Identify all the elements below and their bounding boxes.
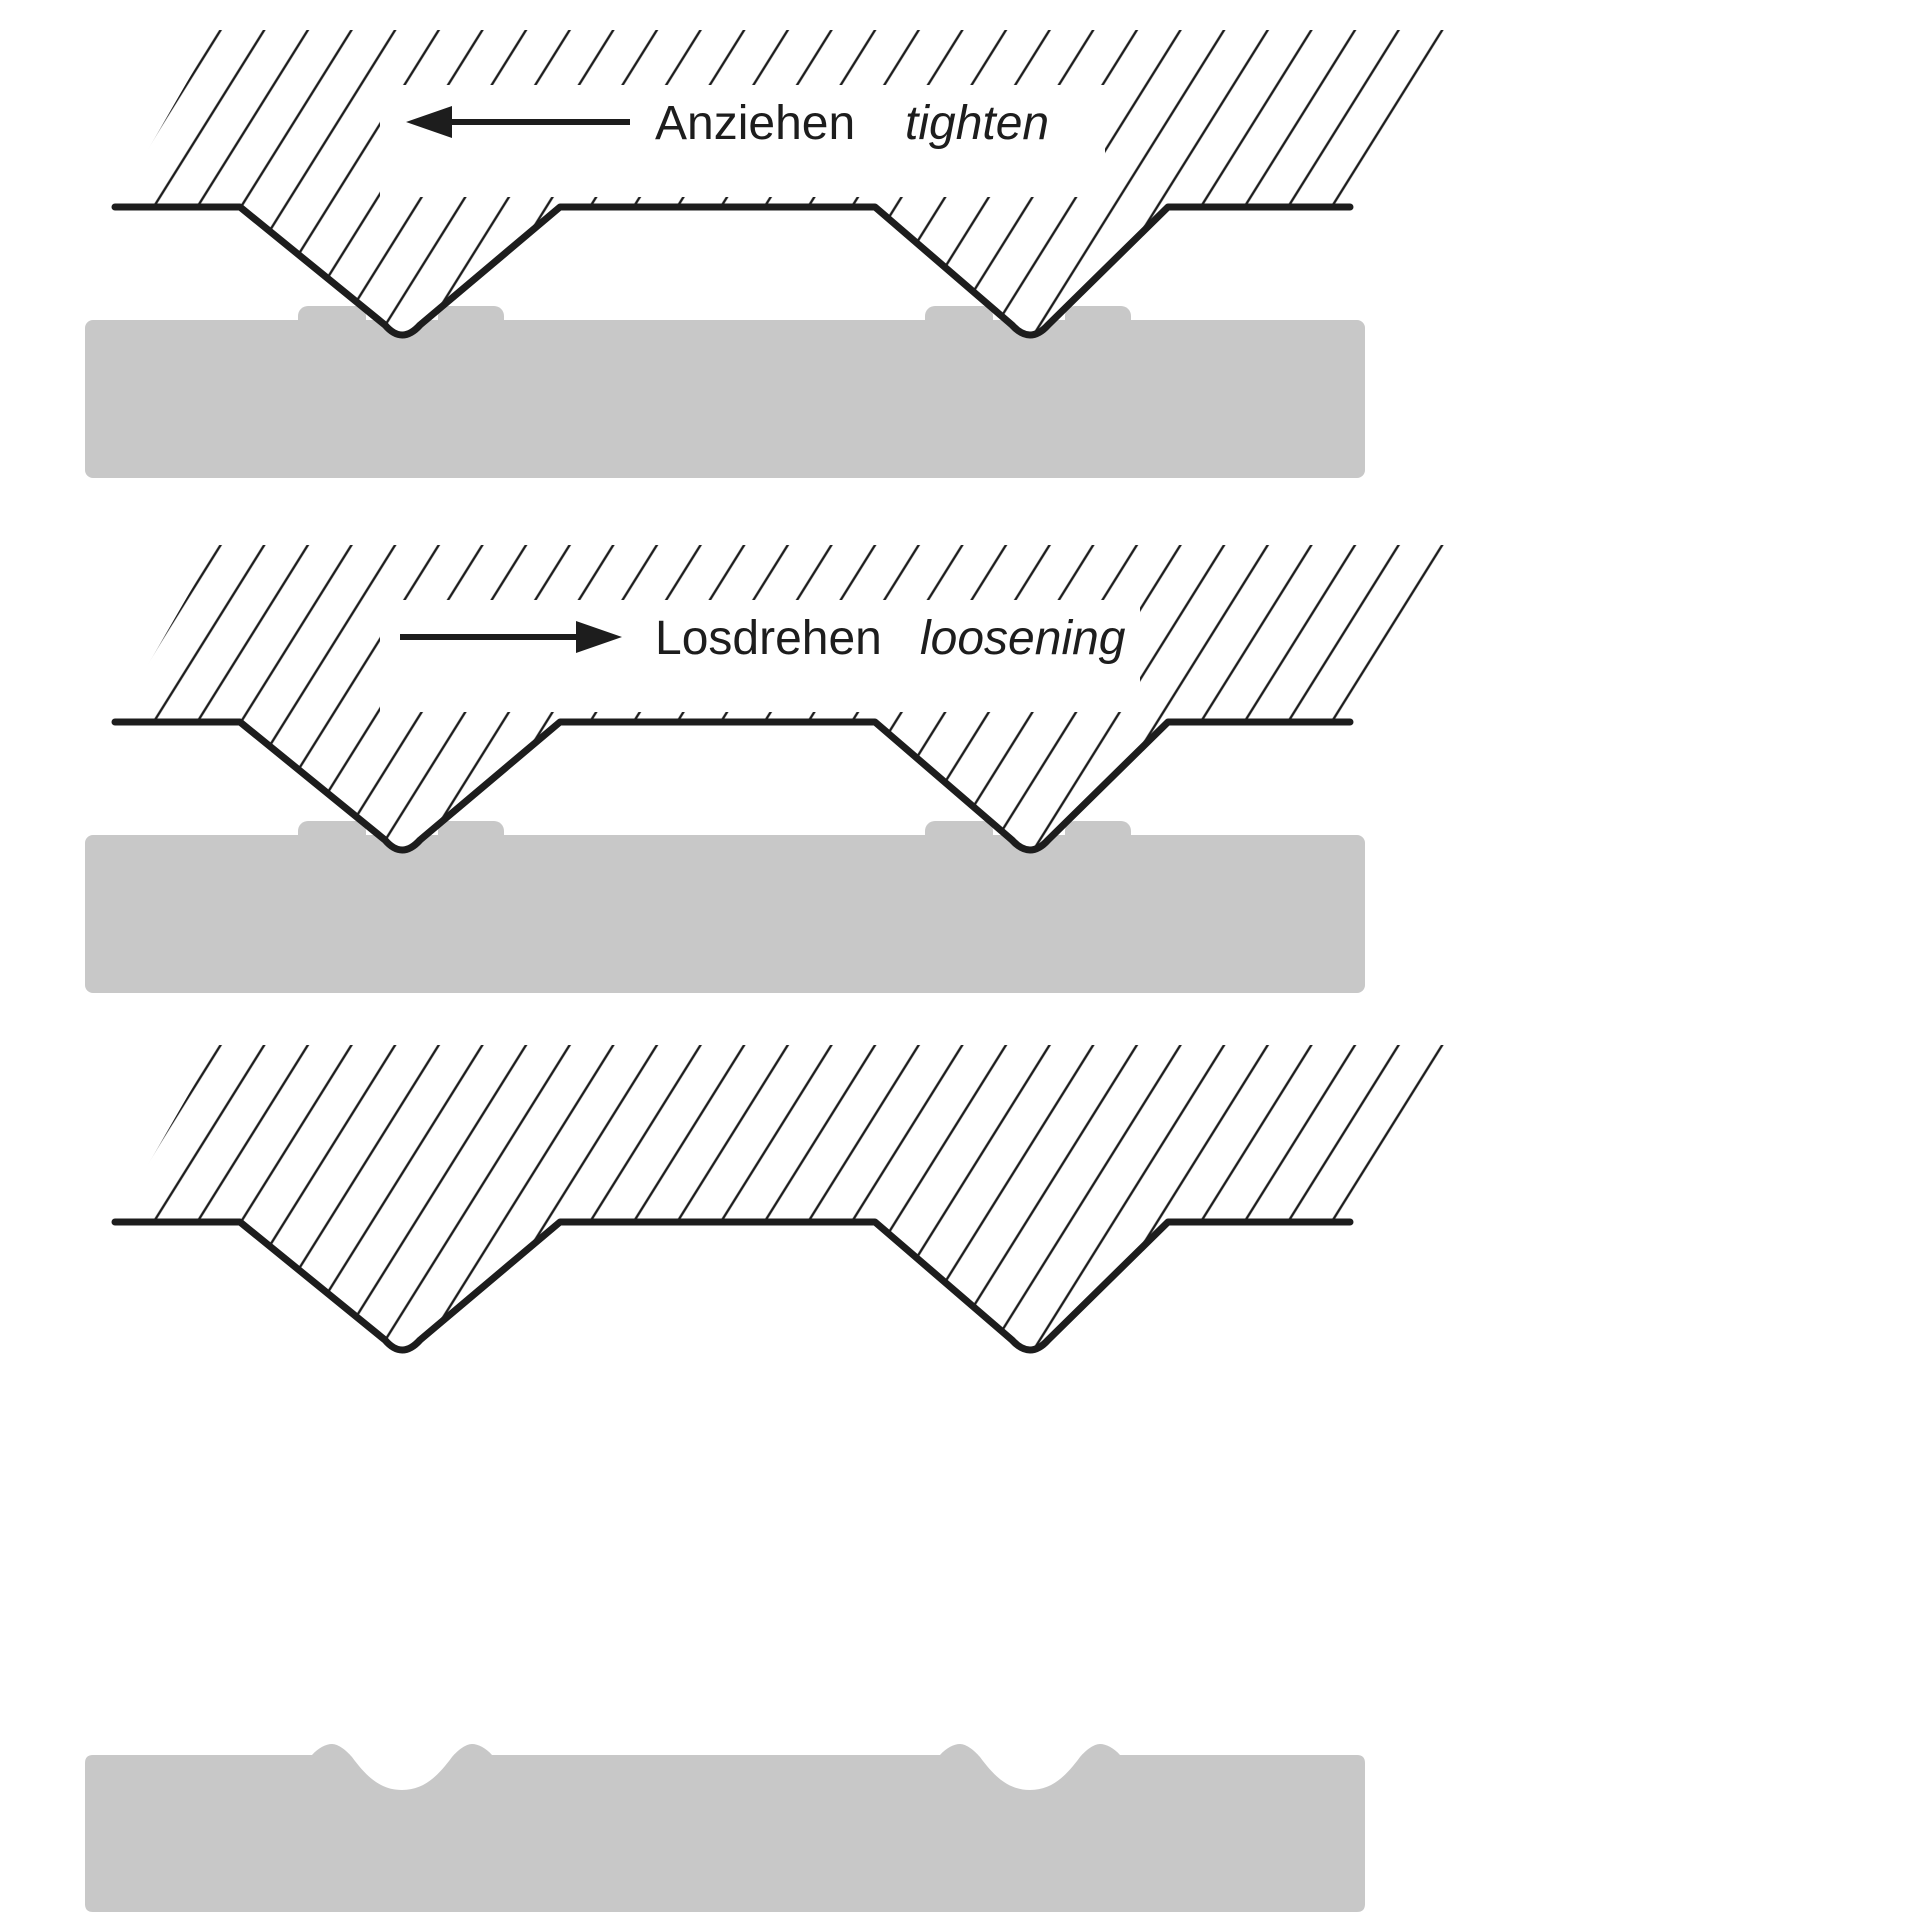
label-anziehen: Anziehen xyxy=(655,97,855,150)
bolt-thread-hatch xyxy=(115,1045,1452,1350)
panel-tighten: Anziehen tighten xyxy=(85,30,1452,478)
displaced-material-bump xyxy=(925,306,993,336)
displaced-material-bump xyxy=(298,821,366,851)
label-loosening: loosening xyxy=(920,612,1126,665)
label-background xyxy=(380,600,1140,712)
tighten-arrow-left-icon xyxy=(406,106,630,138)
clamped-surface xyxy=(85,320,1365,478)
panel-loosening: Losdrehen loosening xyxy=(85,545,1452,993)
label-tighten: tighten xyxy=(905,97,1049,150)
label-losdrehen: Losdrehen xyxy=(655,612,882,665)
label-background xyxy=(380,85,1105,197)
loosening-arrow-right-icon xyxy=(400,621,622,653)
displaced-material-bump xyxy=(298,306,366,336)
displaced-material-bump xyxy=(1065,306,1131,336)
displaced-material-bump xyxy=(438,306,504,336)
clamped-surface-indented xyxy=(85,1744,1365,1912)
displaced-material-bump xyxy=(1065,821,1131,851)
clamped-surface xyxy=(85,835,1365,993)
displaced-material-bump xyxy=(925,821,993,851)
panel-separated xyxy=(85,1045,1452,1912)
displaced-material-bump xyxy=(438,821,504,851)
